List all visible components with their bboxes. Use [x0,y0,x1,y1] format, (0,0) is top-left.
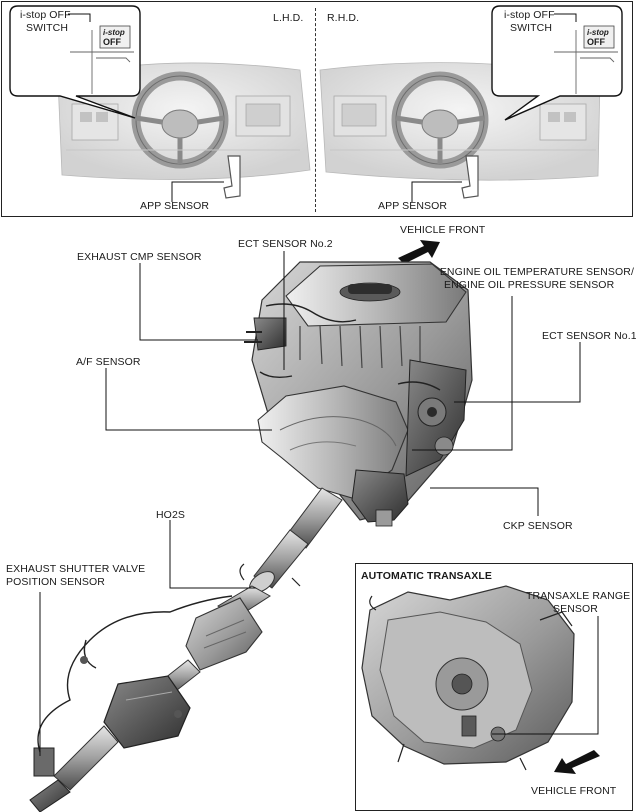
rhd-switch-label-line1: i-stop OFF [504,9,555,21]
af-sensor-leader [105,368,272,431]
rhd-switch-callout [491,5,623,121]
ckp-sensor-label: CKP SENSOR [503,520,573,532]
exhaust-shutter-label-line1: EXHAUST SHUTTER VALVE [6,563,146,575]
engine-leader-lines [39,251,581,756]
exhaust-illustration [29,487,343,812]
lhd-app-sensor-label: APP SENSOR [140,200,210,212]
ho2s-leader [169,520,256,589]
vehicle-front-arrow [398,240,440,264]
engine-illustration [244,261,473,527]
exhaust-shutter-label-line2: POSITION SENSOR [6,576,105,588]
exhaust-cmp-sensor-label: EXHAUST CMP SENSOR [77,251,202,263]
eot-leader [412,296,513,451]
lhd-label: L.H.D. [273,12,304,24]
rhd-switch-badge: i-stop OFF [587,28,609,48]
transaxle-vehicle-front-arrow [554,750,600,774]
eot-sensor-label-line1: ENGINE OIL TEMPERATURE SENSOR/ [439,266,634,278]
lhd-badge-top: i-stop [103,28,125,37]
lhd-switch-label-line1: i-stop OFF [20,9,71,21]
rhd-badge-top: i-stop [587,28,609,37]
range-sensor-leader [492,616,599,735]
lhd-switch-callout [9,5,141,119]
ect-1-leader [454,342,581,403]
exhaust-cmp-leader [139,263,258,341]
af-sensor-label: A/F SENSOR [76,356,141,368]
transaxle-title: AUTOMATIC TRANSAXLE [361,570,493,582]
ect-sensor-1-label: ECT SENSOR No.1 [542,330,636,342]
eot-sensor-label-line2: ENGINE OIL PRESSURE SENSOR [444,279,615,291]
rhd-app-leader [411,181,462,202]
vehicle-front-label: VEHICLE FRONT [400,224,486,236]
transaxle-vehicle-front-label: VEHICLE FRONT [531,785,617,797]
rhd-switch-label-line2: SWITCH [510,22,553,34]
transaxle-panel-frame [355,563,633,811]
ckp-leader [430,487,539,516]
lhd-app-leader [171,181,224,202]
lhd-rhd-divider [315,8,316,212]
transaxle-illustration [361,585,575,771]
rhd-label: R.H.D. [327,12,360,24]
ect-sensor-2-label: ECT SENSOR No.2 [238,238,333,250]
top-panel-frame [1,1,633,217]
rhd-app-sensor-label: APP SENSOR [378,200,448,212]
lhd-badge-bottom: OFF [103,37,121,47]
ho2s-label: HO2S [156,509,185,521]
rhd-dashboard-illustration [319,62,601,199]
rhd-badge-bottom: OFF [587,37,605,47]
lhd-switch-label-line2: SWITCH [26,22,69,34]
range-sensor-label-line2: SENSOR [553,603,598,615]
lhd-switch-badge: i-stop OFF [103,28,125,48]
range-sensor-label-line1: TRANSAXLE RANGE [526,590,631,602]
